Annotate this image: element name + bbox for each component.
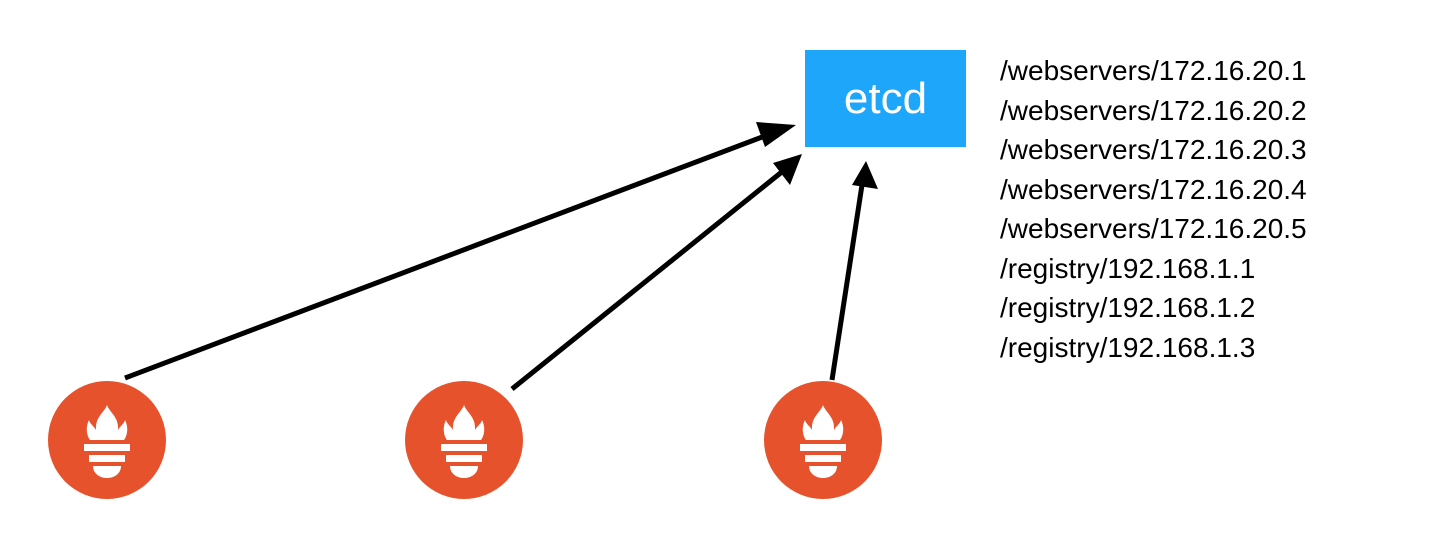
arrow-prometheus-2-to-etcd	[510, 154, 802, 391]
key-item: /registry/192.168.1.3	[1000, 331, 1256, 363]
etcd-key-list: /webservers/172.16.20.1 /webservers/172.…	[1000, 51, 1307, 367]
etcd-node: etcd	[805, 50, 966, 147]
arrow-prometheus-3-to-etcd	[829, 161, 878, 381]
key-item: /registry/192.168.1.1	[1000, 252, 1256, 284]
key-item: /webservers/172.16.20.2	[1000, 94, 1307, 126]
key-item: /registry/192.168.1.2	[1000, 292, 1256, 323]
prometheus-icon	[47, 380, 167, 500]
prometheus-icon	[763, 380, 883, 500]
key-item: /webservers/172.16.20.3	[1000, 134, 1307, 165]
prometheus-icon	[404, 380, 524, 500]
arrow-prometheus-1-to-etcd	[124, 122, 796, 381]
key-item: /webservers/172.16.20.1	[1000, 55, 1307, 86]
etcd-label: etcd	[843, 73, 928, 123]
key-item: /webservers/172.16.20.4	[1000, 173, 1307, 205]
key-item: /webservers/172.16.20.5	[1000, 213, 1307, 244]
